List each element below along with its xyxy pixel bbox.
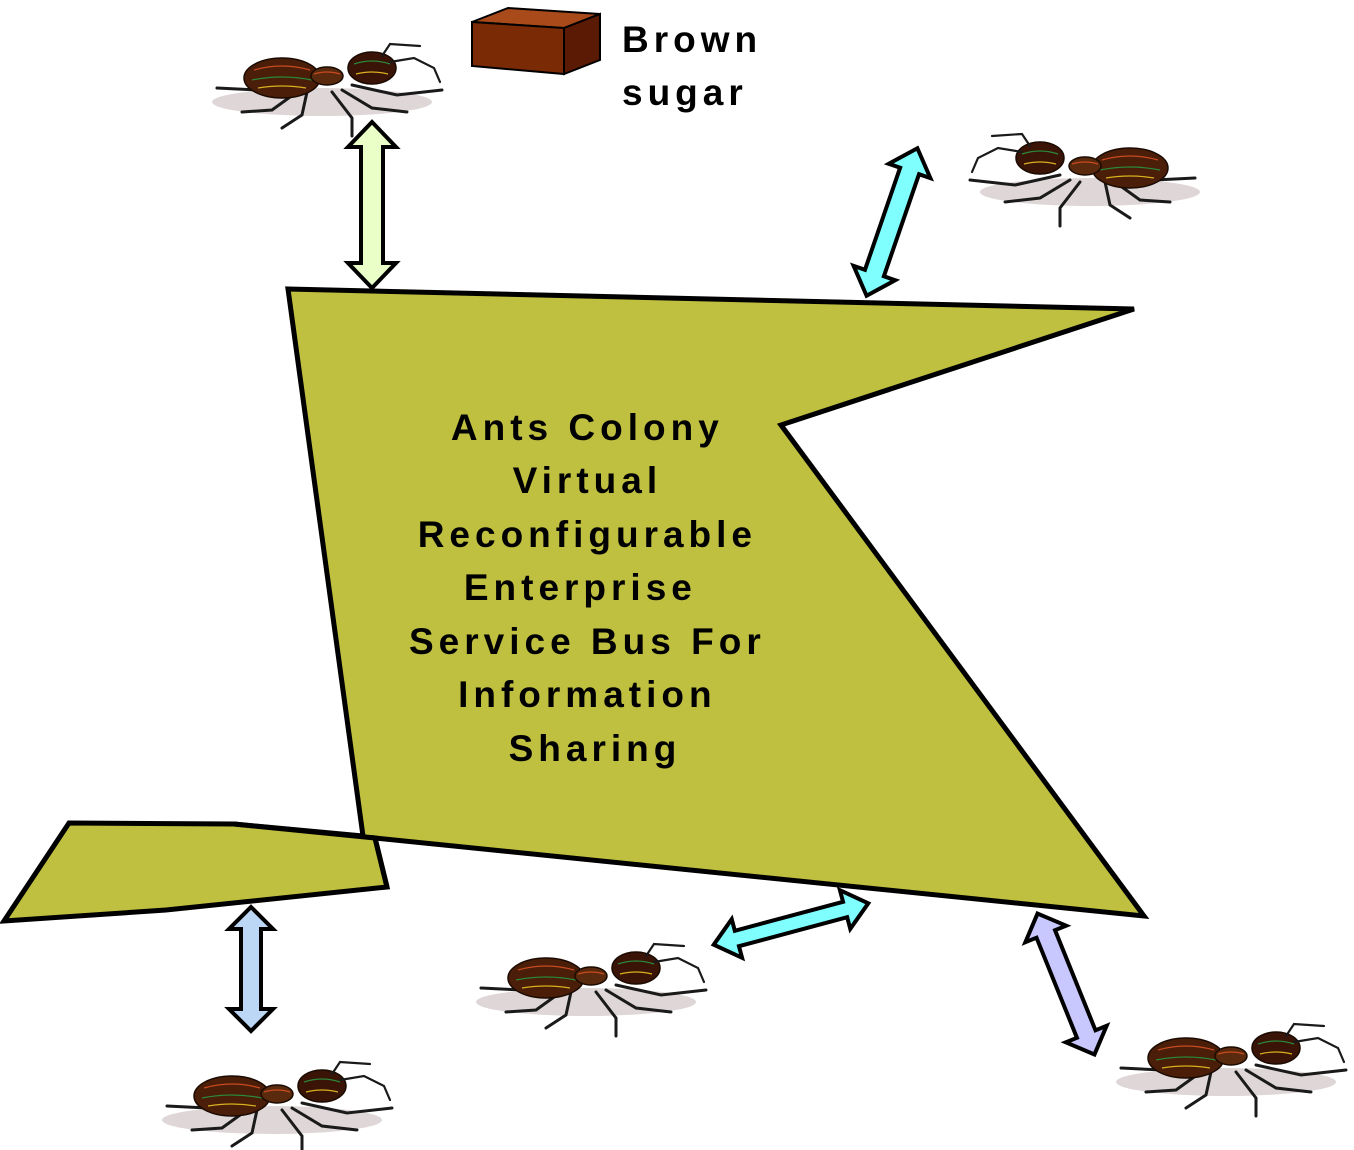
sugar-label-line-2: sugar xyxy=(622,72,748,113)
colony-label-line-4: Enterprise xyxy=(464,567,697,608)
ant-icon xyxy=(212,44,442,136)
double-arrow-icon xyxy=(709,884,874,964)
colony-label-line-3: Reconfigurable xyxy=(418,514,757,555)
sugar-label-line-1: Brown xyxy=(622,19,762,60)
double-arrow-icon xyxy=(846,141,938,303)
ant-icon xyxy=(970,134,1200,226)
sugar-label: Brown sugar xyxy=(622,19,777,113)
double-arrow-icon xyxy=(1017,905,1115,1062)
colony-label-line-1: Ants Colony xyxy=(451,407,724,448)
double-arrow-icon xyxy=(348,122,396,288)
colony-label-line-6: Information xyxy=(458,674,716,715)
ant-icon xyxy=(1116,1024,1346,1116)
colony-label-line-7: Sharing xyxy=(509,728,682,769)
sugar-cube-icon xyxy=(472,8,600,74)
ant-icon xyxy=(162,1062,392,1150)
colony-label-line-5: Service Bus For xyxy=(409,621,766,662)
double-arrow-icon xyxy=(229,907,273,1031)
colony-label-line-2: Virtual xyxy=(513,460,662,501)
ant-icon xyxy=(476,944,706,1036)
